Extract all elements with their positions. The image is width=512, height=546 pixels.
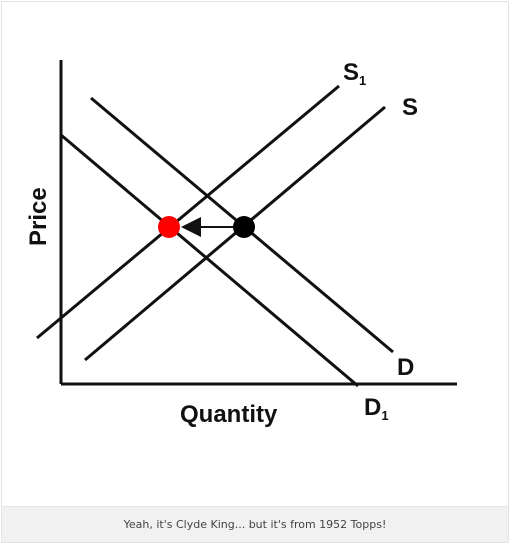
supply-curve-s1 <box>36 84 340 340</box>
caption-bar: Yeah, it's Clyde King... but it's from 1… <box>2 506 508 542</box>
label-d1: D1 <box>364 394 389 423</box>
new-equilibrium-point <box>158 216 180 238</box>
x-axis-label: Quantity <box>180 401 278 428</box>
original-equilibrium-point <box>233 216 255 238</box>
label-d: D <box>397 354 414 381</box>
supply-curve-s <box>84 105 386 362</box>
label-s1-sub: 1 <box>359 73 366 88</box>
label-s: S <box>402 94 418 121</box>
label-d1-main: D <box>364 394 381 421</box>
y-axis-label: Price <box>25 187 52 246</box>
caption-text: Yeah, it's Clyde King... but it's from 1… <box>123 518 387 531</box>
label-s1-main: S <box>343 59 359 86</box>
label-d1-sub: 1 <box>381 408 388 423</box>
demand-curve-d1 <box>60 133 359 388</box>
label-s1: S1 <box>343 59 366 88</box>
supply-demand-diagram: Price Quantity S1 S D D1 <box>25 59 457 428</box>
